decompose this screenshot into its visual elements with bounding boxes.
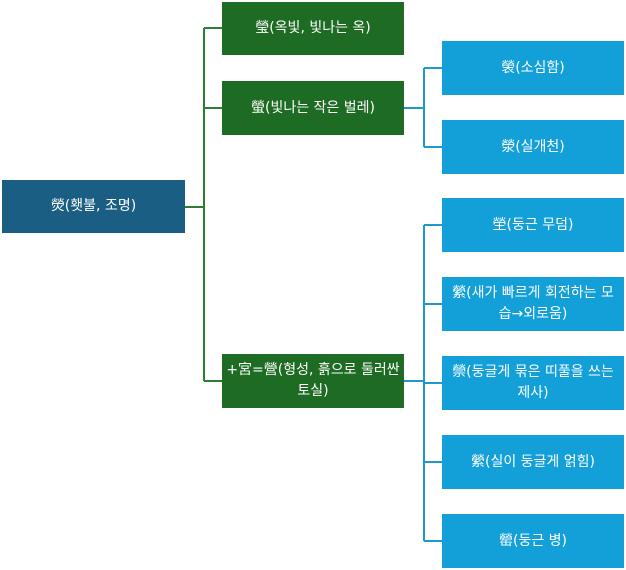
level1-node-2: 螢(빛나는 작은 벌레) <box>222 81 404 135</box>
level2-node-7-label: 罃(둥근 병) <box>498 532 567 549</box>
level2-node-3: 塋(둥근 무덤) <box>442 198 624 252</box>
level1-node-1: 瑩(옥빛, 빛나는 옥) <box>222 2 404 55</box>
level2-node-4: 縈(새가 빠르게 회전하는 모습→외로움) <box>442 277 624 331</box>
level1-node-3-label: +宮=營(형성, 흙으로 둘러싼 토실) <box>226 362 400 399</box>
level1-node-3: +宮=營(형성, 흙으로 둘러싼 토실) <box>222 354 404 408</box>
level2-node-4-label: 縈(새가 빠르게 회전하는 모습→외로움) <box>452 285 614 322</box>
level2-node-2-label: 滎(실개천) <box>501 138 565 155</box>
level1-node-1-label: 瑩(옥빛, 빛나는 옥) <box>255 20 371 36</box>
level1-node-2-label: 螢(빛나는 작은 벌레) <box>251 99 375 116</box>
level2-node-1-label: 褮(소심함) <box>501 59 565 76</box>
level2-node-5: 禜(둥글게 묶은 띠풀을 쓰는 제사) <box>442 356 624 410</box>
level2-node-6: 縈(실이 둥글게 얽힘) <box>442 435 624 489</box>
level2-node-5-label: 禜(둥글게 묶은 띠풀을 쓰는 제사) <box>452 364 614 401</box>
root-node: 熒(횃불, 조명) <box>2 180 185 233</box>
level2-node-2: 滎(실개천) <box>442 120 624 174</box>
level2-node-1: 褮(소심함) <box>442 41 624 95</box>
level2-node-3-label: 塋(둥근 무덤) <box>492 216 574 233</box>
level2-node-6-label: 縈(실이 둥글게 얽힘) <box>471 453 595 470</box>
root-node-label: 熒(횃불, 조명) <box>50 198 137 214</box>
level2-node-7: 罃(둥근 병) <box>442 514 624 568</box>
